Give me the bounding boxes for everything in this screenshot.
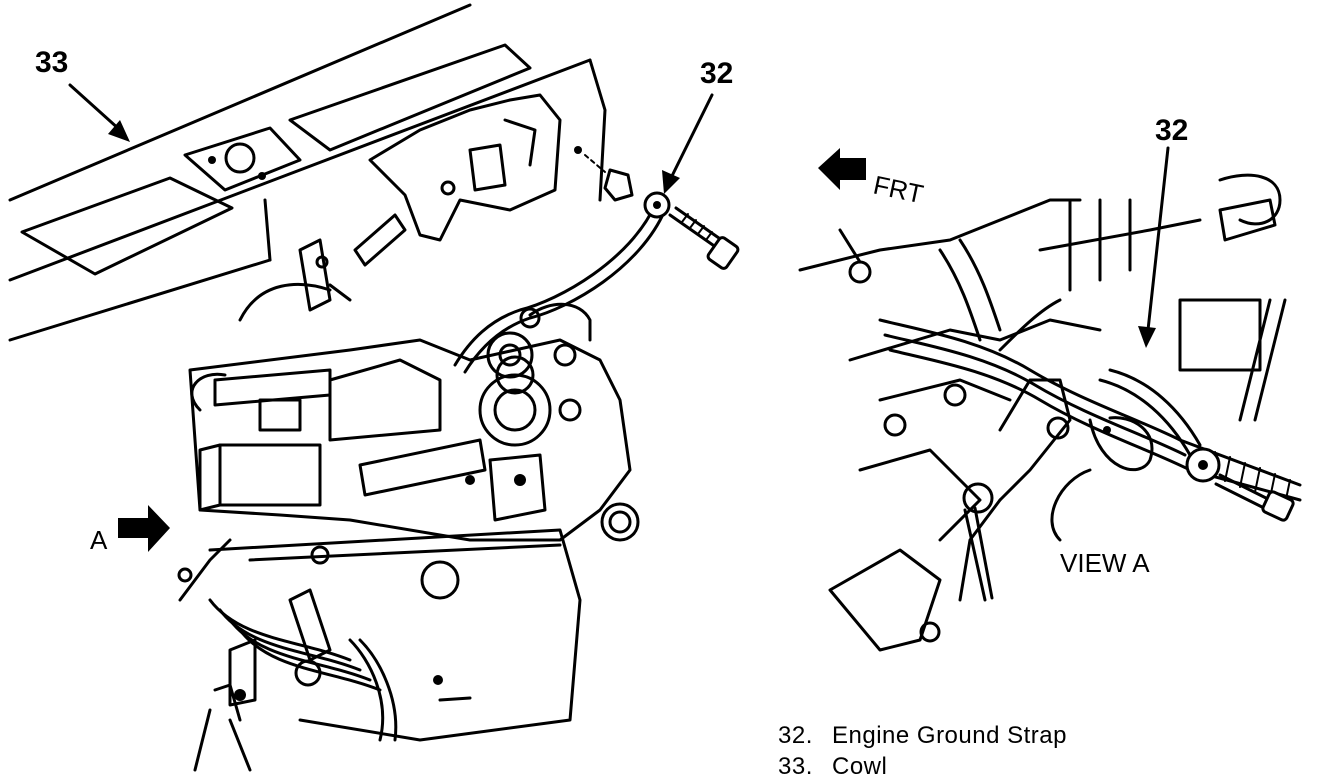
wiring-harness-lower [177, 538, 398, 772]
legend-item-33: 33. Cowl [778, 753, 887, 778]
main-view-illustration: 33 32 A [8, 3, 740, 772]
ground-strap-view-a [1098, 368, 1295, 522]
callout-33-leader [68, 83, 130, 142]
view-a-illustration: FRT [798, 114, 1302, 652]
view-a-pointer-label: A [90, 525, 108, 555]
front-arrow [818, 148, 866, 190]
callout-33: 33 [35, 46, 68, 79]
engine-mount-detail [798, 173, 1282, 652]
view-a-title: VIEW A [1060, 548, 1150, 578]
view-a-arrow [118, 505, 170, 552]
front-label: FRT [871, 170, 926, 210]
wiring-harness-view-a [878, 238, 1302, 505]
legend-number: 33. [778, 753, 813, 778]
legend: 32. Engine Ground Strap 33. Cowl [778, 722, 1067, 778]
legend-item-32: 32. Engine Ground Strap [778, 722, 1067, 749]
cowl-bracket [238, 238, 352, 322]
engine-assembly [188, 302, 640, 542]
callout-32: 32 [700, 57, 733, 90]
callout-32-leader [662, 93, 714, 194]
valve-cover [208, 528, 582, 742]
ground-strap-main [453, 146, 740, 374]
cowl-panel [8, 3, 607, 342]
callout-32-view-a: 32 [1155, 114, 1188, 147]
legend-text: Engine Ground Strap [832, 722, 1067, 749]
callout-32-view-a-leader [1138, 146, 1170, 348]
legend-text: Cowl [832, 753, 887, 778]
legend-number: 32. [778, 722, 813, 749]
wiper-motor-bracket [353, 93, 562, 267]
